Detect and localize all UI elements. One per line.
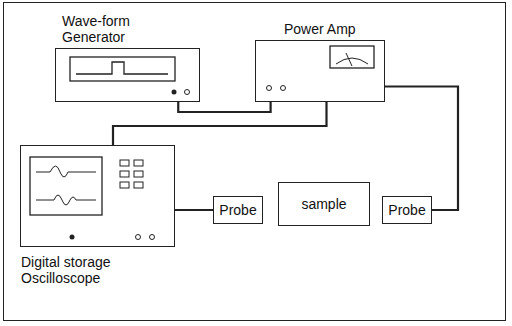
meter-scale <box>336 58 368 64</box>
oscilloscope: Digital storage Oscilloscope <box>20 145 175 247</box>
probe-box: Probe <box>213 196 263 224</box>
box-label: sample <box>301 196 346 212</box>
scope-button <box>134 171 143 177</box>
terminal <box>267 86 272 91</box>
box-label: Probe <box>219 202 256 218</box>
probe-box: Probe <box>382 196 432 224</box>
terminal <box>185 90 190 95</box>
instrument-label: Power Amp <box>284 21 394 37</box>
pulse-trace <box>76 62 168 74</box>
sample-box: sample <box>278 182 370 226</box>
wire <box>178 102 270 112</box>
wire <box>175 210 213 211</box>
scope-screen <box>30 157 102 215</box>
instrument-label: Wave-form Generator <box>62 13 157 45</box>
terminal <box>281 86 286 91</box>
scope-button <box>120 171 129 177</box>
scope-trace <box>36 195 96 205</box>
box-label: Probe <box>388 202 425 218</box>
terminal <box>70 235 75 240</box>
scope-button <box>120 160 129 166</box>
amp-meter <box>330 46 374 68</box>
terminal <box>150 235 155 240</box>
terminal <box>172 90 177 95</box>
wire <box>385 87 458 211</box>
scope-button <box>120 182 129 188</box>
wire <box>113 102 327 145</box>
meter-needle <box>346 53 352 66</box>
generator-screen <box>70 57 175 81</box>
instrument-label: Digital storage Oscilloscope <box>21 254 151 286</box>
terminal <box>136 235 141 240</box>
power-amp: Power Amp <box>255 40 385 102</box>
scope-button <box>134 160 143 166</box>
scope-button <box>134 182 143 188</box>
waveform-generator: Wave-form Generator <box>55 48 200 102</box>
scope-trace <box>36 166 96 177</box>
